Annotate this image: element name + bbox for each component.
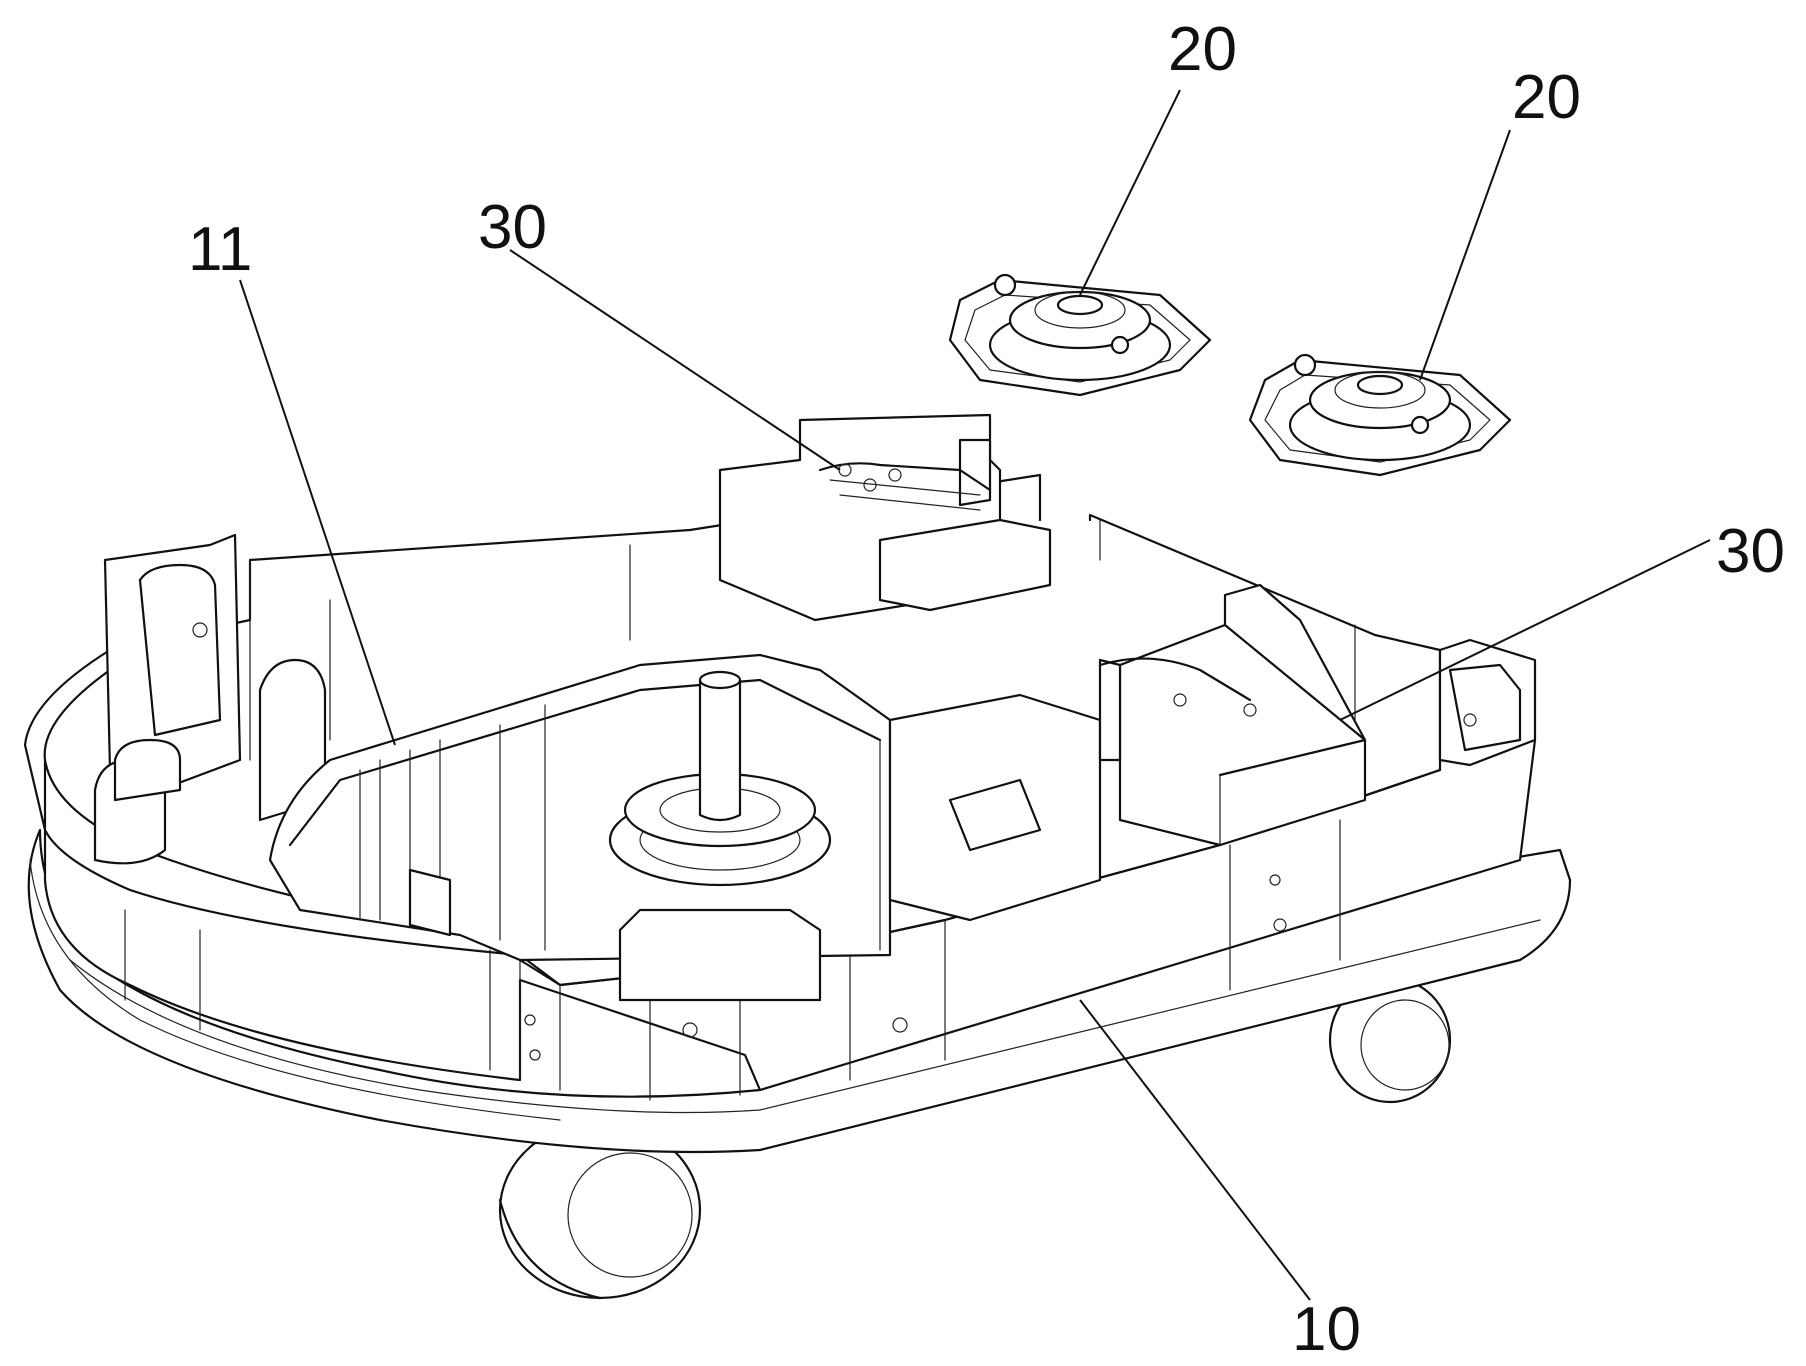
center-block xyxy=(888,693,1102,922)
leader-lines xyxy=(239,89,1711,1301)
base-body xyxy=(23,648,1572,1154)
label-30-lower: 30 xyxy=(1716,517,1785,586)
label-10: 10 xyxy=(1292,1295,1361,1364)
label-20-left: 20 xyxy=(1168,15,1237,84)
mount-left xyxy=(948,273,1212,397)
center-shaft-assembly xyxy=(608,670,832,1002)
bracket-upper xyxy=(718,413,1052,622)
label-30-upper: 30 xyxy=(478,193,547,262)
right-corner-post xyxy=(1438,638,1537,767)
label-20-right: 20 xyxy=(1512,63,1581,132)
mount-right xyxy=(1248,353,1512,477)
label-11: 11 xyxy=(188,215,252,284)
bracket-lower xyxy=(1098,583,1367,847)
